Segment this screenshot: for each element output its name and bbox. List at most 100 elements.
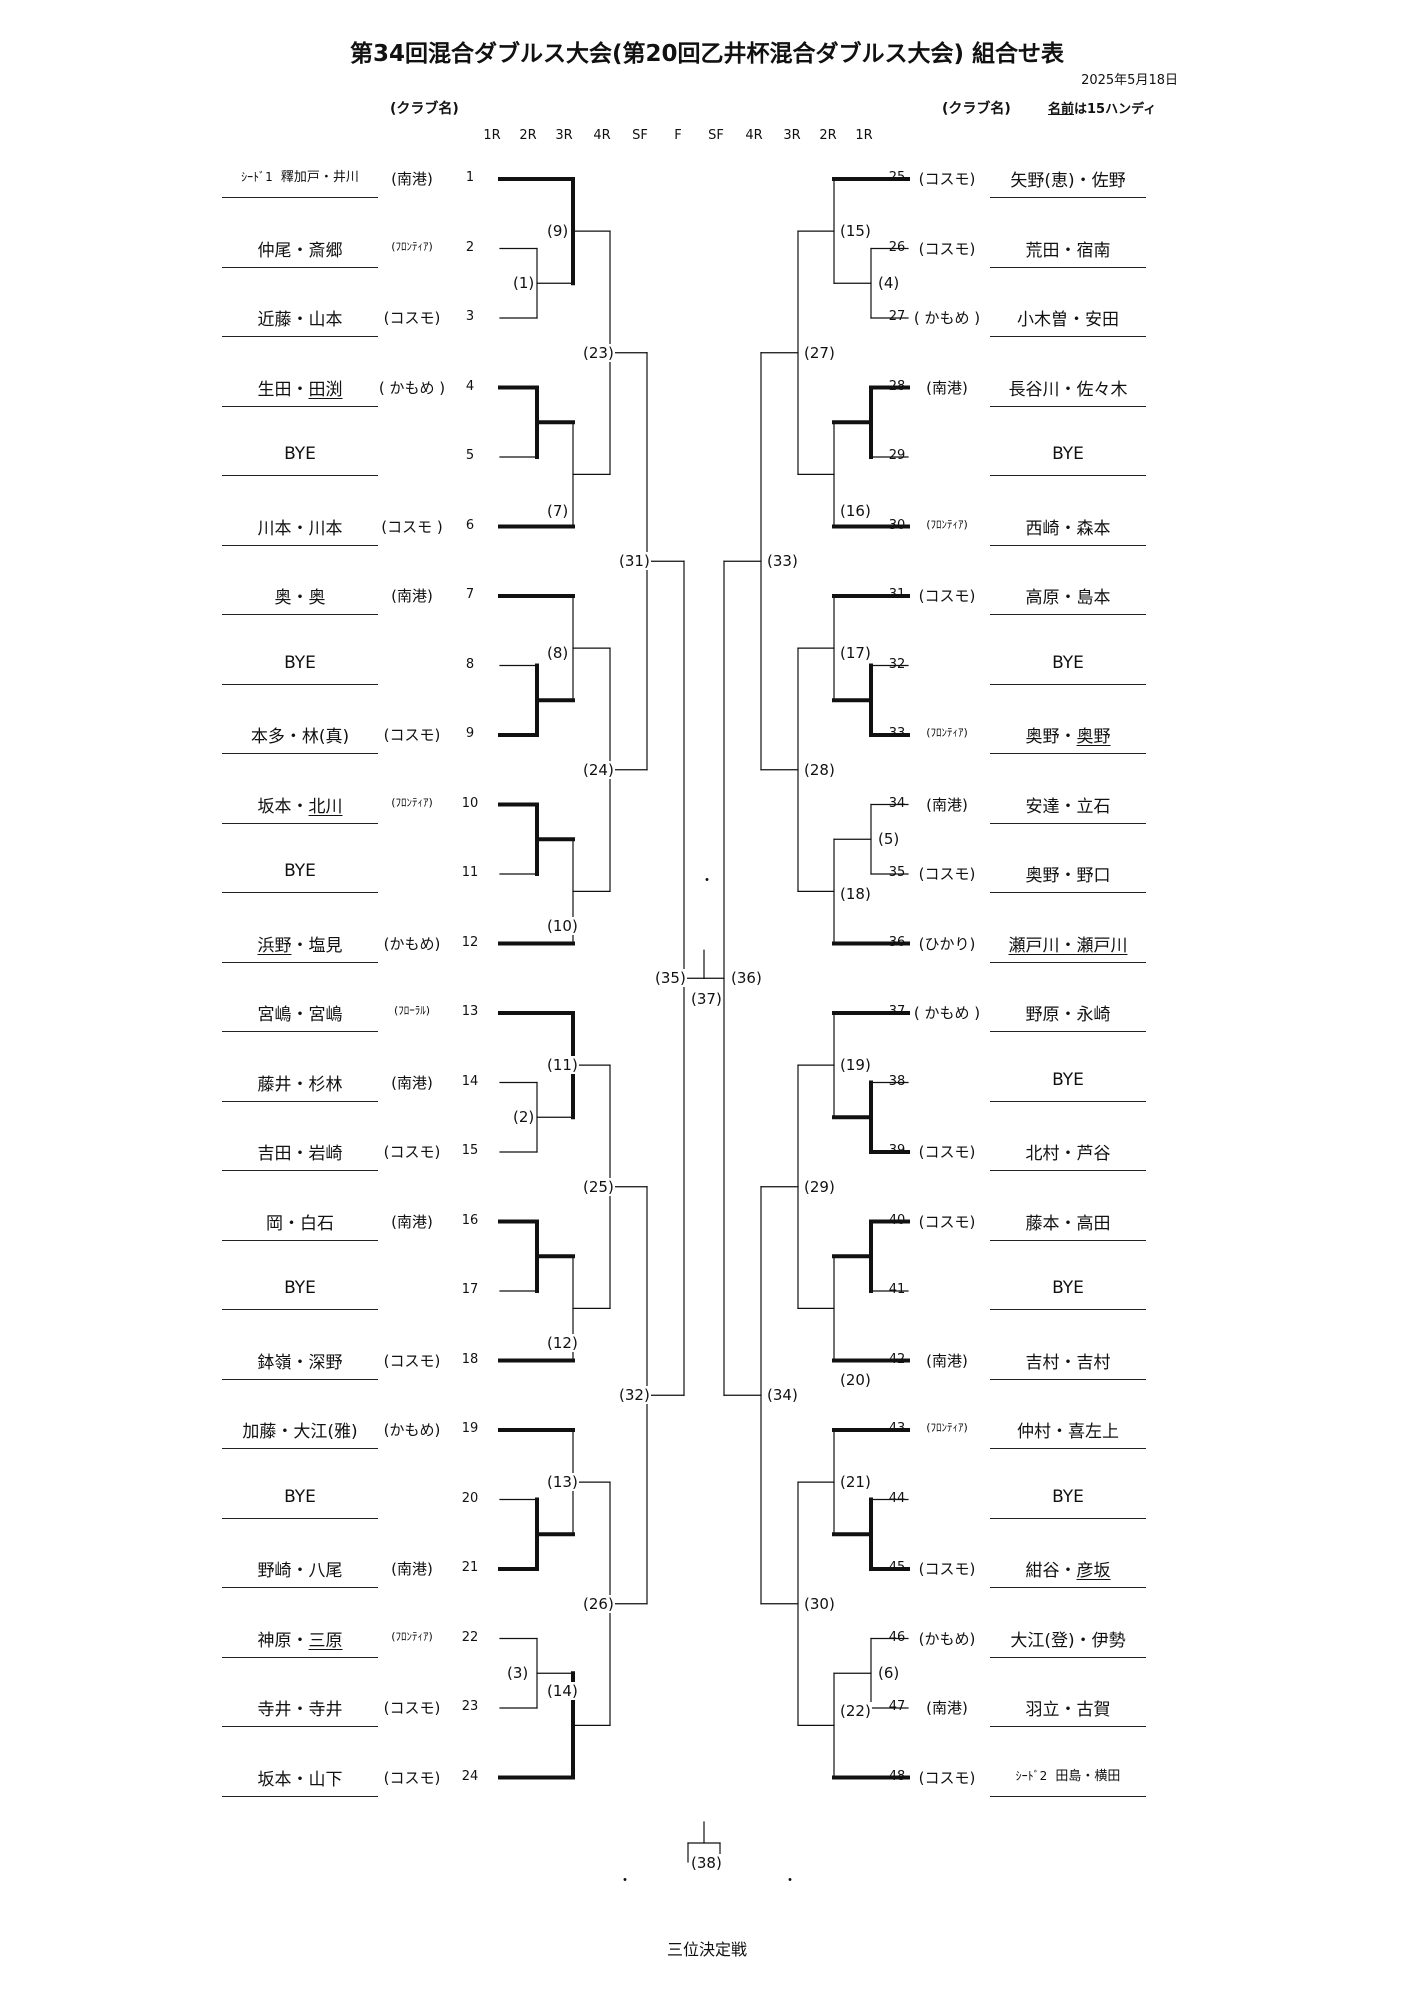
club-name: (コスモ)	[383, 1699, 441, 1717]
name-rule	[222, 266, 378, 268]
round-header-left: SF	[632, 128, 648, 143]
player-name-text: 岡・白石	[266, 1213, 334, 1234]
match-number: (1)	[512, 274, 536, 293]
name-rule	[222, 892, 378, 893]
club-name: (コスモ)	[918, 239, 976, 258]
name-rule	[990, 683, 1146, 685]
player-name-text: BYE	[284, 652, 316, 673]
name-rule	[222, 1795, 378, 1797]
name-rule	[990, 1795, 1146, 1797]
player-name-text: 近藤・山本	[257, 310, 343, 330]
handicap-note-name: 名前	[1048, 102, 1075, 117]
player-name-text: 川本・川本	[257, 518, 343, 539]
match-number: (38)	[690, 1854, 723, 1872]
page-title: 第34回混合ダブルス大会(第20回乙井杯混合ダブルス大会) 組合せ表	[349, 41, 1065, 67]
match-number: (29)	[803, 1177, 836, 1196]
player-name-text: BYE	[1052, 1278, 1084, 1298]
player-name: 西崎・森本	[990, 514, 1146, 539]
player-name: 羽立・古賀	[990, 1695, 1146, 1720]
match-number: (28)	[803, 760, 836, 779]
round-header-right: 2R	[819, 128, 837, 143]
club-name: ( かもめ )	[913, 309, 981, 327]
name-rule	[222, 1726, 378, 1727]
name-rule	[990, 197, 1146, 198]
match-number: (26)	[582, 1594, 615, 1613]
name-rule	[990, 961, 1146, 963]
match-number: (13)	[546, 1473, 579, 1491]
match-number: (24)	[582, 760, 615, 779]
player-name-text: 田島・横田	[1055, 1768, 1121, 1784]
club-name: (ﾌﾛﾝﾃｨｱ)	[926, 726, 968, 739]
club-name: (南港)	[391, 170, 433, 188]
match-number: (32)	[618, 1386, 651, 1405]
name-rule	[222, 1448, 378, 1449]
draw-number: 16	[461, 1212, 479, 1228]
name-rule	[222, 336, 378, 337]
draw-number: 46	[888, 1629, 906, 1645]
match-number: (14)	[546, 1681, 579, 1700]
club-name: (南港)	[391, 1073, 433, 1092]
player-name-text: 羽立・古賀	[1025, 1700, 1111, 1720]
match-number: (31)	[618, 552, 651, 571]
player-name-text: BYE	[1052, 652, 1084, 673]
match-number: (36)	[730, 969, 763, 988]
round-header-right: 1R	[855, 128, 873, 143]
draw-number: 29	[888, 448, 906, 463]
player-name-text: 安達・立石	[1025, 796, 1111, 817]
player-name-underlined: 奥野	[1076, 727, 1111, 747]
club-name: (かもめ)	[918, 1629, 976, 1648]
name-rule	[990, 892, 1146, 893]
name-rule	[222, 475, 378, 476]
match-number: (21)	[839, 1473, 872, 1491]
club-name: (コスモ)	[918, 1143, 976, 1161]
match-number: (7)	[546, 501, 570, 520]
name-rule	[990, 1100, 1146, 1102]
player-name: ｼｰﾄﾞ2 田島・横田	[990, 1765, 1146, 1784]
player-name-text: 奥・奥	[274, 588, 326, 608]
draw-number: 27	[888, 309, 906, 324]
player-name-text: 生田・	[257, 379, 309, 400]
draw-number: 12	[461, 934, 479, 950]
draw-number: 32	[888, 656, 906, 672]
player-name: 坂本・北川	[222, 792, 378, 817]
draw-number: 17	[461, 1282, 479, 1297]
match-number: (5)	[877, 830, 901, 849]
club-name: (コスモ)	[383, 1768, 441, 1787]
draw-number: 10	[461, 795, 479, 811]
name-rule	[990, 1656, 1146, 1658]
player-name-underlined: 浜野	[257, 935, 292, 956]
draw-number: 1	[465, 170, 475, 185]
club-name: (コスモ)	[918, 587, 976, 605]
draw-number: 4	[465, 378, 475, 394]
player-name: 紺谷・彦坂	[990, 1556, 1146, 1581]
player-name-text: 吉村・吉村	[1025, 1352, 1111, 1373]
name-rule	[222, 1170, 378, 1171]
draw-number: 9	[465, 726, 475, 741]
name-rule	[222, 1239, 378, 1241]
draw-number: 13	[461, 1004, 479, 1019]
player-name: 奥・奥	[222, 583, 378, 608]
club-name: (南港)	[391, 1560, 433, 1578]
player-name: BYE	[990, 1487, 1146, 1507]
player-name-text: 釋加戸・井川	[280, 170, 359, 185]
name-rule	[990, 544, 1146, 546]
player-name: 川本・川本	[222, 514, 378, 539]
round-header-left: 1R	[483, 128, 501, 143]
seed-label: ｼｰﾄﾞ2	[1015, 1768, 1048, 1783]
player-name-text: 神原・	[257, 1630, 309, 1651]
player-name: 鉢嶺・深野	[222, 1348, 378, 1373]
draw-number: 7	[465, 587, 475, 602]
name-rule	[990, 336, 1146, 337]
name-rule	[990, 475, 1146, 476]
player-name: 野崎・八尾	[222, 1556, 378, 1581]
player-name-text: 本多・林(真)	[250, 727, 350, 747]
draw-number: 8	[465, 656, 475, 672]
player-name-text: 高原・島本	[1025, 588, 1111, 608]
player-name-text: 西崎・森本	[1025, 518, 1111, 539]
name-rule	[222, 1587, 378, 1588]
player-name-underlined: 田渕	[308, 379, 343, 400]
name-rule	[222, 1100, 378, 1102]
player-name: 奥野・野口	[990, 861, 1146, 886]
club-name: (南港)	[926, 795, 968, 814]
